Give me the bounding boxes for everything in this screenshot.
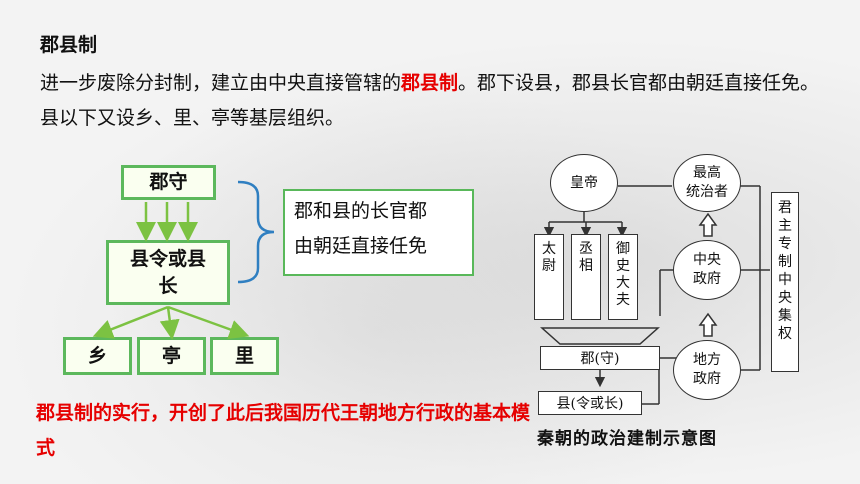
box-commandery: 郡(守) <box>540 346 660 370</box>
supreme-line-1: 最高 <box>693 165 721 181</box>
curly-bracket <box>237 180 275 284</box>
box-xianling: 县令或县长 <box>106 240 230 305</box>
yushidafu-label: 御史大夫 <box>616 241 630 308</box>
box-yushidafu: 御史大夫 <box>608 234 638 320</box>
circle-local-gov: 地方 政府 <box>673 340 741 400</box>
note-line-2: 由朝廷直接任免 <box>294 235 428 257</box>
para-text-1: 进一步废除分封制，建立由中央直接管辖的 <box>40 72 402 94</box>
circle-central-gov: 中央 政府 <box>673 240 741 300</box>
side-label-text: 君主专制 中央集权 <box>778 200 792 342</box>
para-text-2: 。郡下设县，郡县长官都由朝廷直接任免。县以下又设乡、里、亭等基层组织。 <box>40 72 820 129</box>
box-taiwei: 太尉 <box>534 234 564 320</box>
central-line-2: 政府 <box>693 271 721 287</box>
para-highlight: 郡县制 <box>401 72 459 94</box>
central-line-1: 中央 <box>693 252 721 268</box>
local-line-1: 地方 <box>693 352 721 368</box>
circle-emperor: 皇帝 <box>550 154 618 212</box>
chengxiang-label: 丞相 <box>579 241 593 274</box>
side-label-box: 君主专制 中央集权 <box>771 192 799 372</box>
box-xiang: 乡 <box>63 337 132 375</box>
conclusion-text: 郡县制的实行，开创了此后我国历代王朝地方行政的基本模式 <box>36 402 531 459</box>
taiwei-label: 太尉 <box>542 241 556 274</box>
green-arrows <box>92 202 250 340</box>
note-line-1: 郡和县的长官都 <box>294 200 428 222</box>
circle-supreme-ruler: 最高 统治者 <box>673 154 741 212</box>
local-line-2: 政府 <box>693 371 721 387</box>
box-chengxiang: 丞相 <box>571 234 601 320</box>
box-junshou: 郡守 <box>121 165 216 200</box>
note-box: 郡和县的长官都 由朝廷直接任免 <box>283 189 474 276</box>
intro-paragraph: 进一步废除分封制，建立由中央直接管辖的郡县制。郡下设县，郡县长官都由朝廷直接任免… <box>40 66 830 136</box>
section-heading: 郡县制 <box>40 34 98 56</box>
supreme-line-2: 统治者 <box>686 184 728 200</box>
diagram-caption: 秦朝的政治建制示意图 <box>537 429 717 449</box>
box-ting: 亭 <box>137 337 206 375</box>
box-county: 县(令或长) <box>538 391 642 415</box>
